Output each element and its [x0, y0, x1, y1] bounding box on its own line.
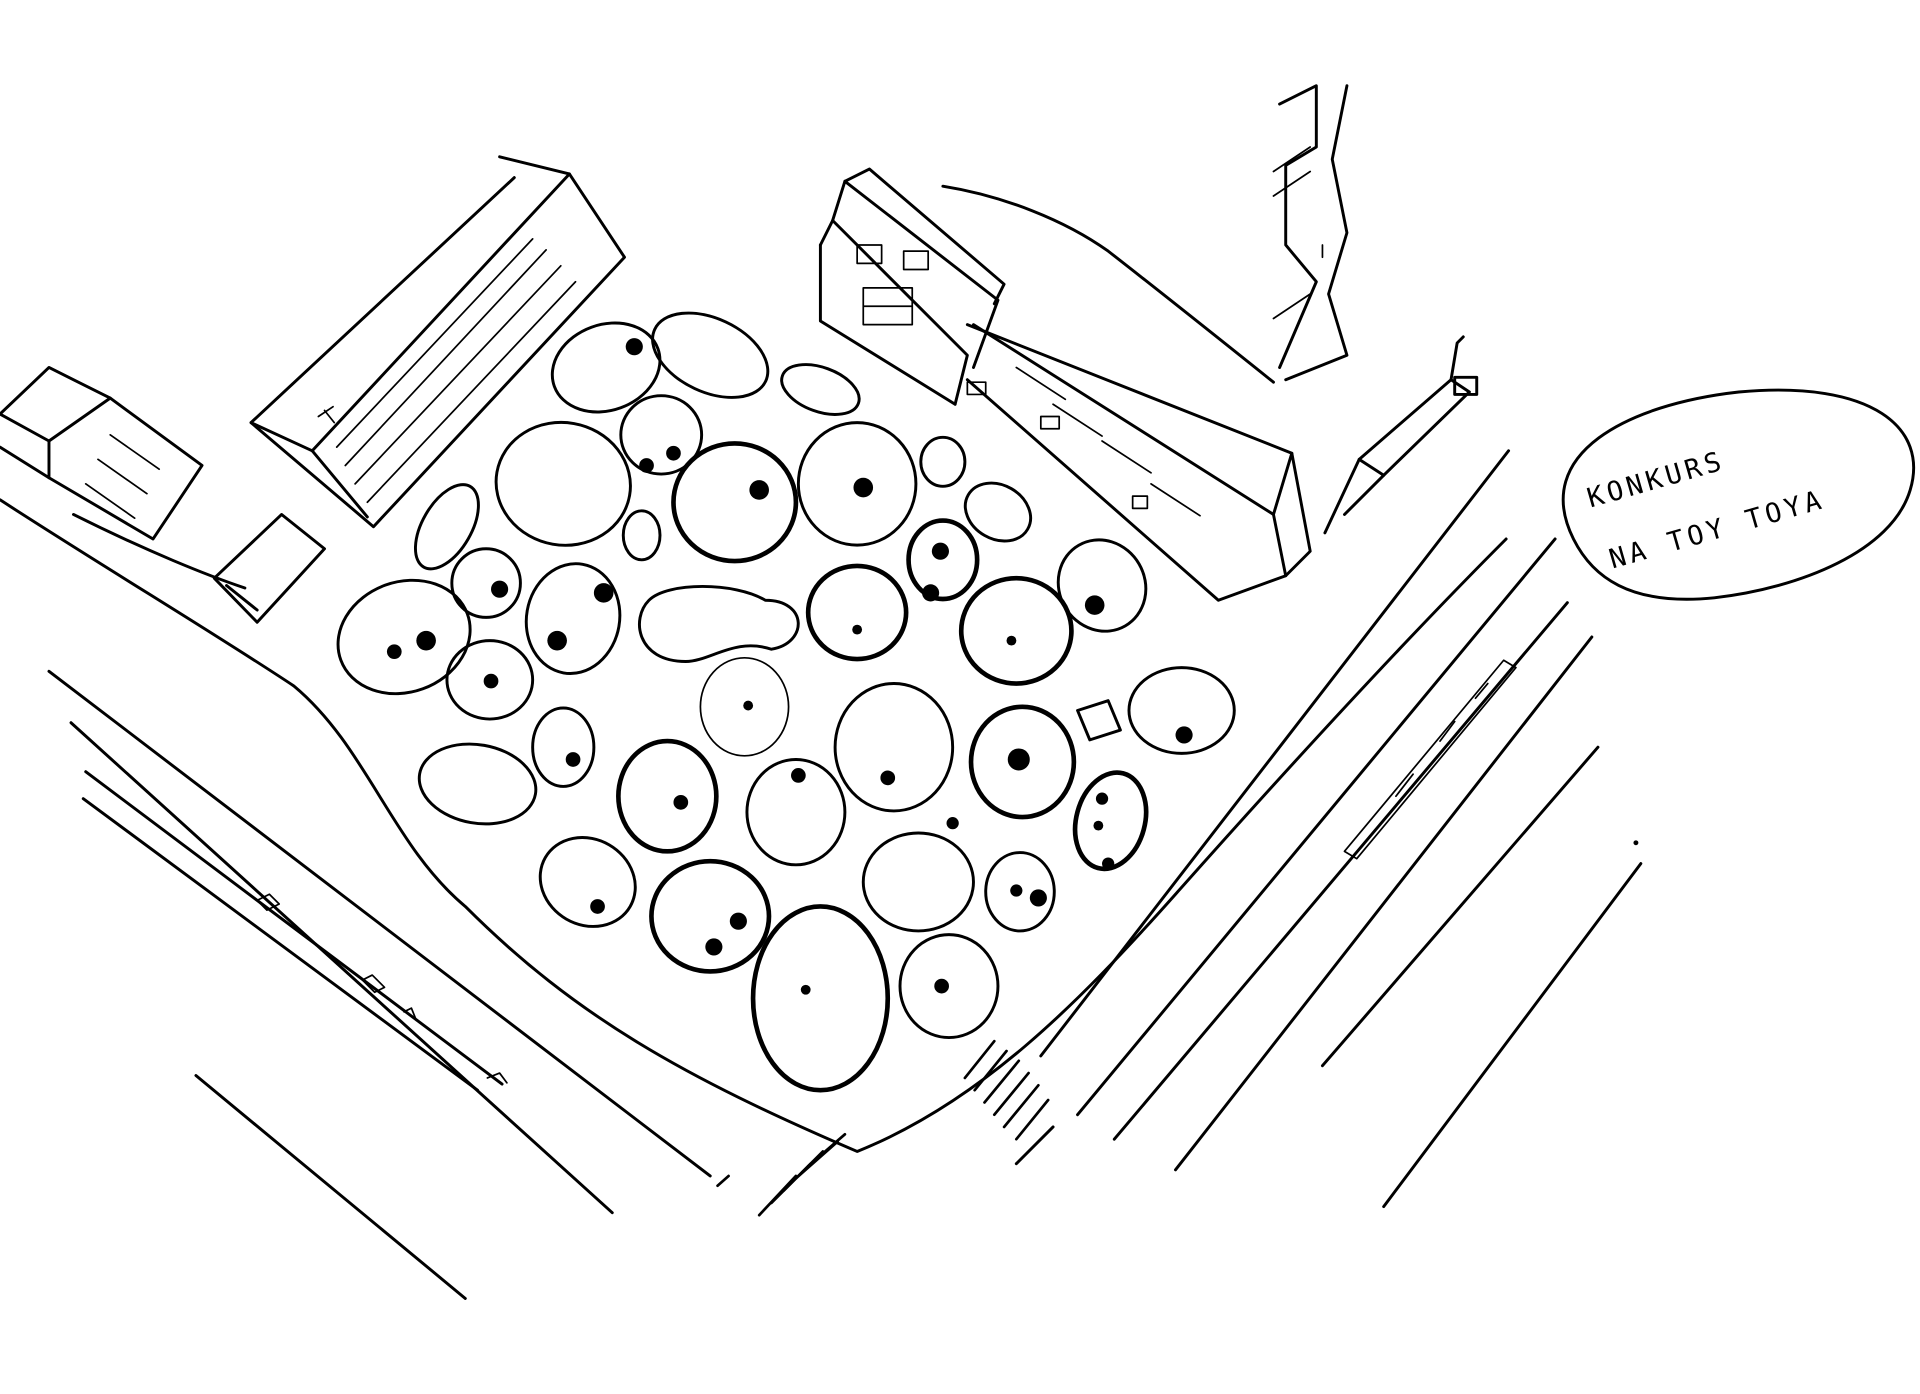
building-far-left: [0, 366, 204, 541]
building-northwest-slab: [249, 155, 626, 529]
kiosk: [212, 513, 326, 624]
left-road: [47, 669, 712, 1300]
plaza-boundary: [0, 498, 1508, 1153]
crosswalk-east: [963, 1039, 1050, 1141]
building-north-strip: [941, 84, 1349, 384]
right-road: [1014, 449, 1643, 1209]
building-east-tower: [1323, 335, 1479, 535]
crosswalk-south: [716, 1132, 847, 1217]
small-square-pavilion: [1076, 699, 1122, 742]
speech-bubble: [1561, 388, 1916, 601]
building-north-block: [818, 167, 1312, 602]
trees: [386, 338, 1193, 995]
planting-islands: [336, 311, 1236, 1093]
